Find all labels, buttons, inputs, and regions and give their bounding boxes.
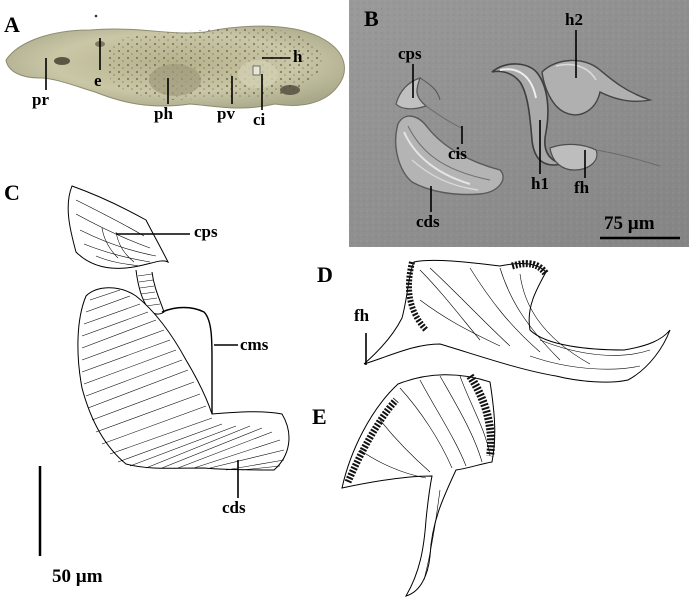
label-b-fh: fh (574, 178, 590, 197)
panel-label-c: C (4, 180, 20, 205)
label-a-e: e (94, 71, 102, 90)
scale-label-c: 50 µm (52, 566, 103, 587)
panel-c-drawing (67, 185, 290, 471)
panel-label-e: E (312, 404, 327, 429)
worm-body (5, 25, 345, 109)
label-c-cds: cds (222, 498, 246, 517)
panel-label-d: D (317, 262, 333, 287)
panel-label-a: A (4, 12, 20, 37)
label-c-cps: cps (194, 222, 218, 241)
pharynx-shape (149, 64, 201, 96)
panel-e-drawing (341, 374, 496, 597)
label-b-cis: cis (448, 144, 467, 163)
label-a-pr: pr (32, 90, 49, 109)
label-a-ph: ph (154, 104, 173, 123)
label-b-h1: h1 (531, 174, 549, 193)
label-a-pv: pv (217, 104, 235, 123)
scale-label-b: 75 µm (604, 213, 655, 234)
panel-b-photo (349, 0, 689, 247)
label-a-ci: ci (253, 110, 266, 129)
panel-d-drawing (363, 259, 671, 383)
label-a-h: h (293, 47, 303, 66)
label-c-cms: cms (240, 335, 269, 354)
label-b-cds: cds (416, 212, 440, 231)
cds-hatching (81, 289, 285, 471)
label-b-cps: cps (398, 44, 422, 63)
label-b-h2: h2 (565, 10, 583, 29)
panel-label-b: B (364, 6, 379, 31)
label-d-fh: fh (354, 306, 370, 325)
